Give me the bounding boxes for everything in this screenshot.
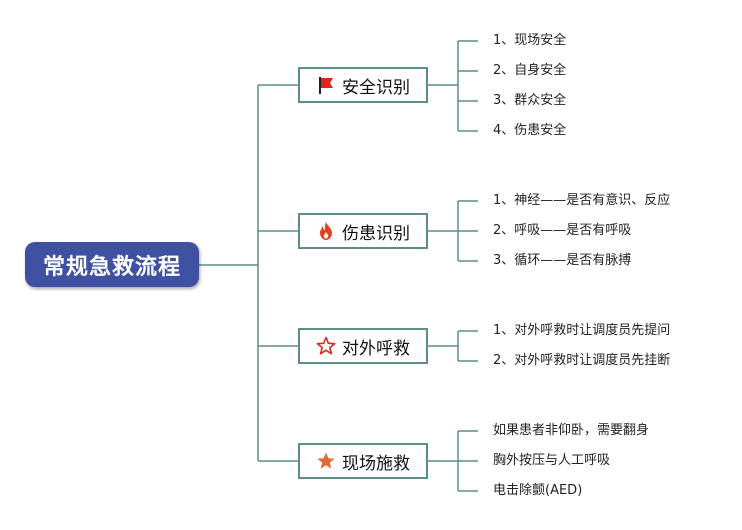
leaf-item: 如果患者非仰卧，需要翻身 (493, 423, 650, 438)
leaf-item: 2、对外呼救时让调度员先挂断 (493, 353, 671, 368)
leaf-item: 2、呼吸——是否有呼吸 (493, 223, 632, 238)
leaf-item: 电击除颤(AED) (493, 483, 583, 498)
branch-label: 伤患识别 (342, 223, 410, 244)
branch-label: 安全识别 (342, 77, 410, 98)
leaf-item: 4、伤患安全 (493, 123, 567, 138)
leaf-item: 胸外按压与人工呼吸 (493, 453, 611, 468)
branch-label: 现场施救 (342, 453, 410, 474)
root-title: 常规急救流程 (42, 254, 181, 280)
leaf-item: 3、循环——是否有脉搏 (493, 253, 632, 268)
root-node[interactable]: 常规急救流程 (25, 242, 199, 287)
leaf-item: 1、对外呼救时让调度员先提问 (493, 323, 671, 338)
branch-on-site-rescue[interactable]: 现场施救 (298, 443, 428, 479)
branch-call-for-help[interactable]: 对外呼救 (298, 328, 428, 364)
branch-casualty-identification[interactable]: 伤患识别 (298, 213, 428, 249)
leaf-item: 2、自身安全 (493, 63, 567, 78)
star-outline-icon (316, 336, 336, 356)
leaf-item: 3、群众安全 (493, 93, 567, 108)
leaf-item: 1、现场安全 (493, 33, 567, 48)
branch-label: 对外呼救 (342, 338, 410, 359)
fire-icon (316, 221, 336, 241)
leaf-item: 1、神经——是否有意识、反应 (493, 193, 671, 208)
star-filled-icon (316, 451, 336, 471)
branch-safety-identification[interactable]: 安全识别 (298, 67, 428, 103)
red-flag-icon (316, 75, 336, 95)
